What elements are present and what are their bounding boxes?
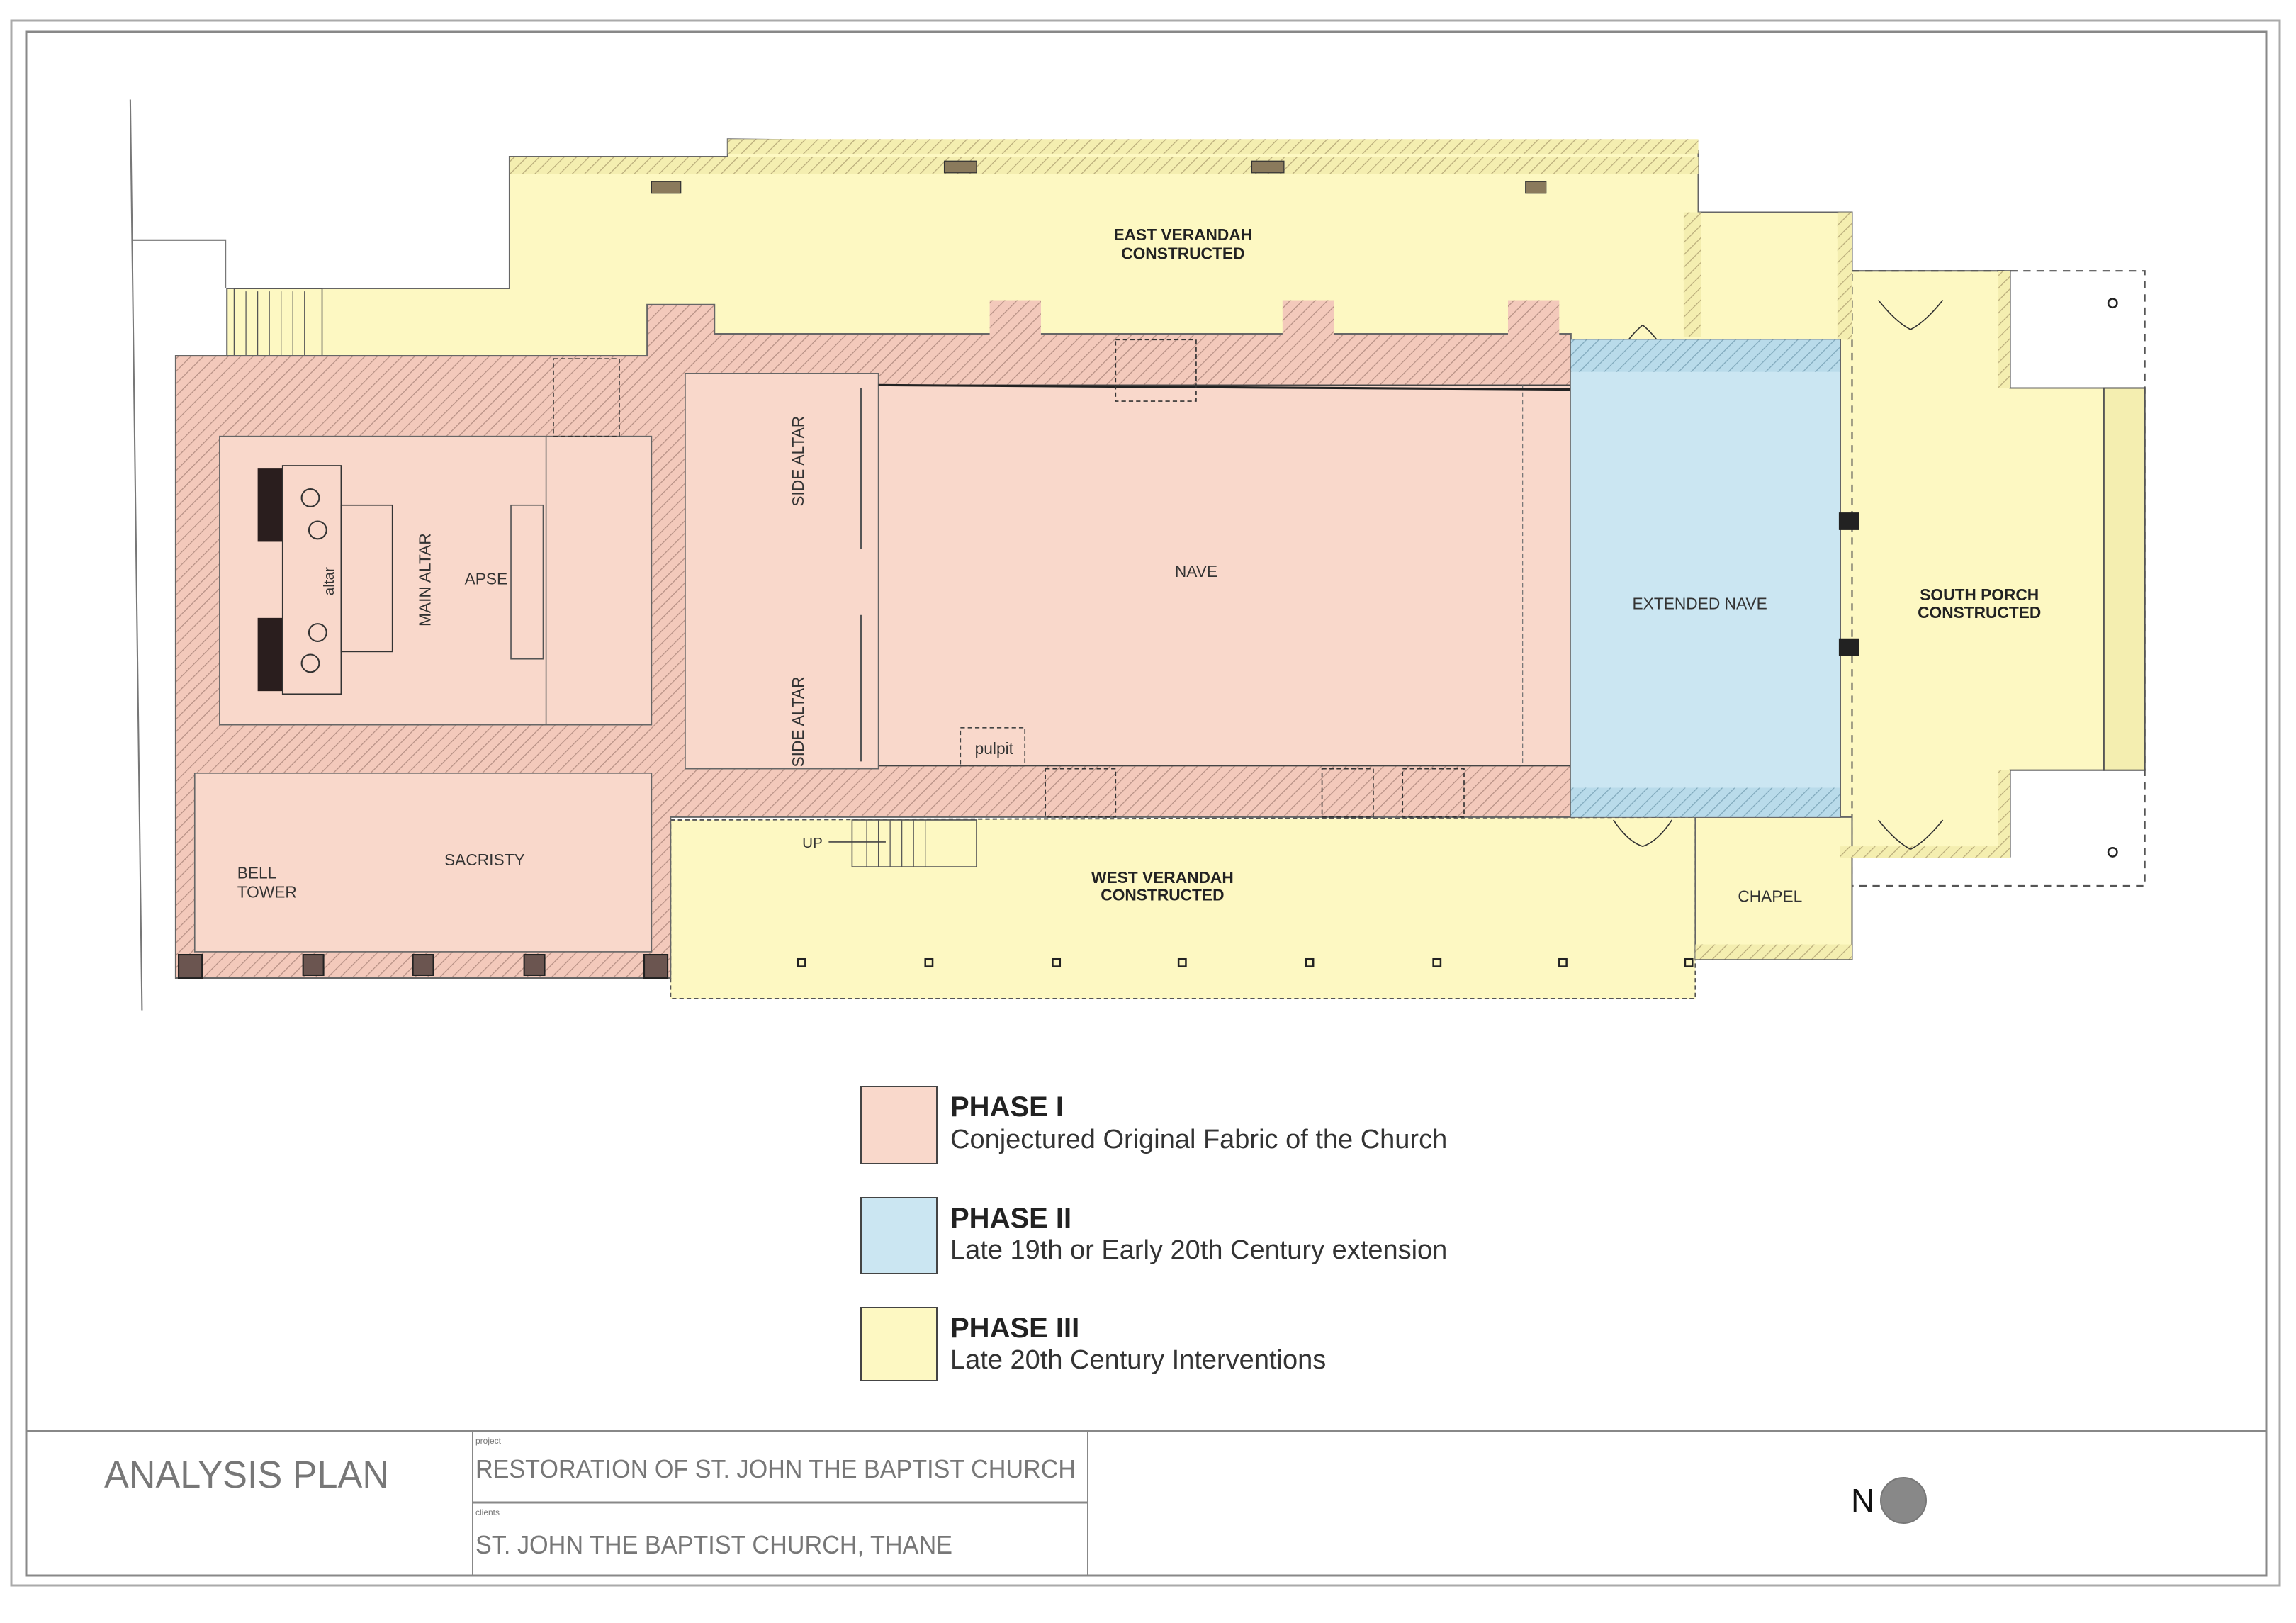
sheet-inner-border bbox=[25, 30, 2268, 1577]
project-name: RESTORATION OF ST. JOHN THE BAPTIST CHUR… bbox=[475, 1454, 1076, 1483]
west-verandah-area bbox=[670, 816, 1696, 1000]
label-extended-nave: EXTENDED NAVE bbox=[1633, 594, 1767, 612]
legend-desc-phase-2: Late 19th or Early 20th Century extensio… bbox=[950, 1235, 1447, 1265]
legend-title-phase-1: PHASE I bbox=[950, 1091, 1064, 1123]
south-porch-area bbox=[1839, 270, 2105, 858]
apse-room bbox=[219, 435, 653, 726]
legend-swatch-phase-2 bbox=[860, 1197, 938, 1274]
legend-swatch-phase-1 bbox=[860, 1086, 938, 1164]
label-side-altar-south: SIDE ALTAR bbox=[789, 677, 807, 768]
label-east-verandah: EAST VERANDAH bbox=[1113, 225, 1252, 244]
clients-label: clients bbox=[475, 1507, 500, 1517]
side-altar-zone bbox=[685, 373, 879, 770]
site-boundary-line bbox=[129, 99, 143, 1011]
client-name: ST. JOHN THE BAPTIST CHURCH, THANE bbox=[475, 1530, 952, 1559]
label-apse: APSE bbox=[465, 569, 508, 588]
label-west-verandah-sub: CONSTRUCTED bbox=[1101, 886, 1224, 904]
label-nave: NAVE bbox=[1175, 562, 1217, 580]
label-main-altar: MAIN ALTAR bbox=[415, 533, 434, 627]
label-east-verandah-sub: CONSTRUCTED bbox=[1121, 245, 1244, 263]
floor-plan: EAST VERANDAH CONSTRUCTED NAVE EXTENDED … bbox=[129, 99, 2146, 1011]
label-south-porch-sub: CONSTRUCTED bbox=[1918, 603, 2041, 622]
label-sacristy: SACRISTY bbox=[444, 850, 525, 869]
north-label: N bbox=[1851, 1482, 1874, 1519]
label-side-altar-north: SIDE ALTAR bbox=[789, 416, 807, 507]
label-altar: altar bbox=[321, 567, 337, 595]
south-porch-steps bbox=[2103, 387, 2146, 771]
title-block: ANALYSIS PLAN project RESTORATION OF ST.… bbox=[26, 1430, 2266, 1576]
legend-title-phase-2: PHASE II bbox=[950, 1203, 1071, 1234]
sheet-outer-border bbox=[10, 19, 2281, 1587]
legend-swatch-phase-3 bbox=[860, 1307, 938, 1381]
project-label: project bbox=[475, 1436, 502, 1446]
label-bell: BELL bbox=[237, 864, 277, 882]
legend-desc-phase-3: Late 20th Century Interventions bbox=[950, 1345, 1326, 1375]
label-up: UP bbox=[802, 835, 823, 851]
drawing-title: ANALYSIS PLAN bbox=[104, 1454, 389, 1496]
legend-desc-phase-1: Conjectured Original Fabric of the Churc… bbox=[950, 1125, 1447, 1155]
label-pulpit: pulpit bbox=[975, 739, 1014, 758]
label-west-verandah: WEST VERANDAH bbox=[1091, 868, 1234, 887]
label-chapel: CHAPEL bbox=[1738, 887, 1802, 906]
legend-title-phase-3: PHASE III bbox=[950, 1313, 1079, 1344]
label-south-porch: SOUTH PORCH bbox=[1920, 585, 2039, 604]
north-arrow-icon bbox=[1880, 1477, 1927, 1524]
label-tower: TOWER bbox=[237, 882, 297, 901]
sacristy-room bbox=[193, 773, 653, 953]
nave-room bbox=[877, 384, 1572, 767]
legend: PHASE I Conjectured Original Fabric of t… bbox=[860, 1086, 1447, 1381]
stair bbox=[851, 819, 977, 867]
